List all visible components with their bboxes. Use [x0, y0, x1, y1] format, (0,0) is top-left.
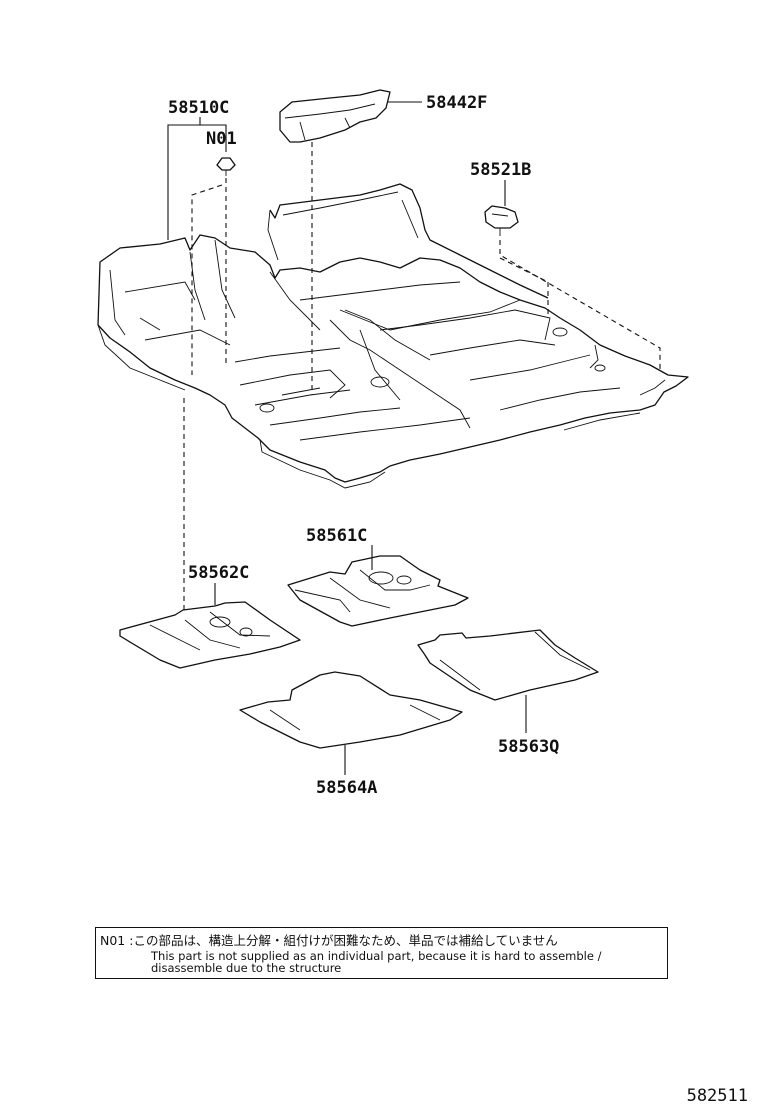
callout-58521B: 58521B [470, 160, 531, 180]
drawing-id: 582511 [686, 1086, 748, 1106]
callout-58562C: 58562C [188, 563, 249, 583]
part-58442F [279, 89, 391, 143]
mat-58561C [287, 555, 469, 627]
leader-lines [167, 101, 527, 775]
note-box: N01 :この部品は、構造上分解・組付けが困難なため、単品では補給していません … [95, 927, 668, 979]
callout-58564A: 58564A [316, 778, 377, 798]
note-english: This part is not supplied as an individu… [151, 950, 601, 974]
mat-58563Q [417, 629, 599, 701]
callout-58561C: 58561C [306, 526, 367, 546]
dashed-lines [183, 142, 661, 610]
callout-58442F: 58442F [426, 93, 487, 113]
floor-carpet-assembly [97, 183, 689, 489]
callout-N01: N01 [206, 129, 237, 149]
mat-58562C [119, 601, 301, 669]
part-N01-clip [216, 157, 236, 176]
callout-58563Q: 58563Q [498, 737, 559, 757]
callout-58510C: 58510C [168, 98, 229, 118]
note-english-line2: disassemble due to the structure [151, 961, 342, 975]
mat-58564A [239, 671, 463, 749]
part-58521B-clip [484, 205, 519, 236]
note-japanese: N01 :この部品は、構造上分解・組付けが困難なため、単品では補給していません [100, 933, 558, 948]
note-english-line1: This part is not supplied as an individu… [151, 949, 602, 963]
